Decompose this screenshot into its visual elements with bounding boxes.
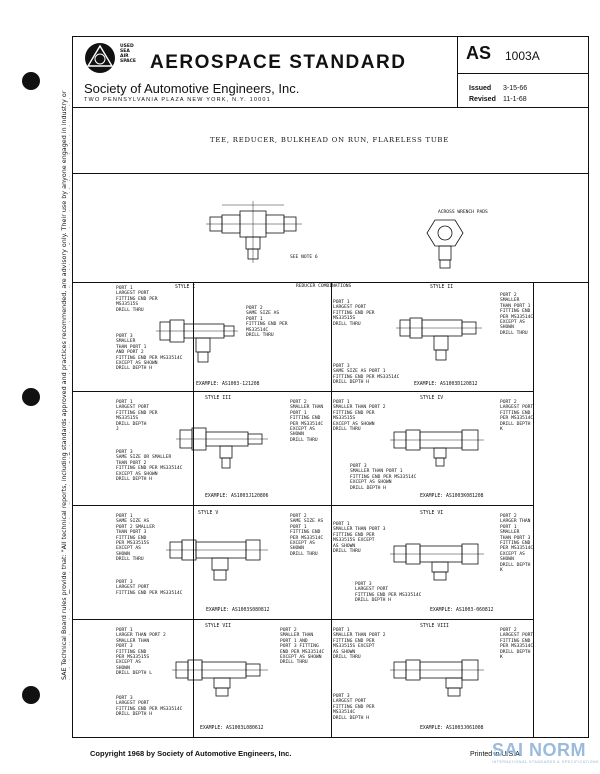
watermark-subtitle: INTERNATIONAL STANDARDS & SPECIFICATIONS [492,760,600,764]
style-5-drawing [166,539,268,581]
example-code: EXAMPLE: AS1003-121208 [196,382,260,387]
style-3-drawing [176,427,268,469]
example-code: EXAMPLE: AS1003-060812 [430,608,494,613]
styles-row-rule-2 [73,505,533,506]
example-code: EXAMPLE: AS1003J120806 [205,494,269,499]
society-name: Society of Automotive Engineers, Inc. [84,81,300,96]
page-title: AEROSPACE STANDARD [150,52,407,73]
example-code: EXAMPLE: AS1003J061008 [420,726,484,731]
document-frame [72,36,589,738]
binder-hole-bottom [22,686,40,704]
styles-top-rule [73,282,588,283]
example-code: EXAMPLE: AS1003K081208 [420,494,484,499]
see-note-label: SEE NOTE 6 [290,255,318,260]
example-code: EXAMPLE: AS1003L080612 [200,726,264,731]
styles-center-rule [331,282,332,737]
sae-notice-text: SAE Technical Board rules provide that: … [60,90,70,680]
header-divider [457,37,458,107]
title-rule [73,173,588,174]
society-address: TWO PENNSYLVANIA PLAZA NEW YORK, N.Y. 10… [84,97,271,103]
style-4-drawing [390,429,484,467]
document-title: TEE, REDUCER, BULKHEAD ON RUN, FLARELESS… [210,136,449,144]
printed-in: Printed in U.S.A. [470,751,522,758]
style-label: STYLE V [198,511,219,516]
styles-row-rule-3 [73,619,533,620]
watermark-logo: SAI NORM [492,740,586,760]
style-label: STYLE I [175,285,196,290]
binder-hole-middle [22,388,40,406]
styles-left-rule [193,282,194,737]
style-label: STYLE II [430,285,454,290]
style-8-drawing [390,659,484,697]
wrench-pad-label: ACROSS WRENCH PADS [438,210,488,215]
main-tee-drawing [206,201,302,263]
reducer-header: REDUCER COMBINATIONS [296,284,352,289]
standard-prefix: AS [466,43,492,63]
copyright-notice: Copyright 1968 by Society of Automotive … [90,749,292,758]
header-rule [73,107,588,108]
styles-right-rule [533,282,534,737]
revised-date: 11-1-68 [503,96,527,103]
style-label: STYLE VI [420,511,444,516]
sae-notice-sidebar: SAE Technical Board rules provide that: … [14,90,70,680]
sae-logo [85,43,115,73]
binder-hole-top [22,72,40,90]
standard-number: 1003A [505,49,540,63]
example-code: EXAMPLE: AS1003S080812 [206,608,270,613]
style-label: STYLE IV [420,396,444,401]
style-2-drawing [396,317,482,361]
std-box-rule [457,73,588,74]
wrench-pad-view [426,219,464,269]
style-label: STYLE VII [205,624,231,629]
style-7-drawing [172,659,268,697]
issued-label: Issued [469,85,492,92]
style-6-drawing [390,543,484,581]
revised-label: Revised [469,96,496,103]
style-1-drawing [156,319,238,363]
style-label: STYLE III [205,396,231,401]
example-code: EXAMPLE: AS1003D120812 [414,382,478,387]
styles-row-rule-1 [73,391,533,392]
style-label: STYLE VIII [420,624,449,629]
issued-date: 3-15-66 [503,85,528,92]
